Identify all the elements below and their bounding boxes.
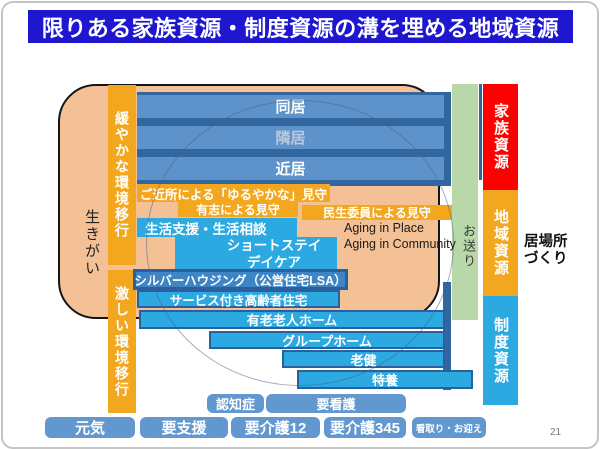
bar-shortstay-daycare: ショートステイ デイケア	[175, 237, 337, 272]
bar-paid-elderly-home: 有老老人ホーム	[139, 310, 445, 329]
residence-panel: 同居 隣居 近居	[137, 92, 451, 186]
institution-resource-label: 制度資源	[483, 296, 518, 405]
gentle-transition-band: 緩やかな環境移行	[108, 85, 136, 265]
bar-nursing-needed: 要看護	[266, 394, 406, 413]
bar-living-adjacent: 隣居	[137, 126, 444, 149]
bar-tokuyo: 特養	[297, 370, 473, 389]
bar-welfare-commissioner-watch: 民生委員による見守	[302, 205, 452, 220]
aging-annotation: Aging in Place Aging in Community	[344, 220, 456, 253]
bar-living-nearby: 近居	[137, 157, 444, 180]
place-making-label: 居場所 づくり	[524, 234, 568, 269]
bar-volunteer-watch: 有志による見守	[178, 202, 298, 217]
stage-support-needed: 要支援	[140, 417, 228, 438]
shortstay-label: ショートステイ	[226, 238, 322, 254]
bar-neighbor-watch: ご近所による「ゆるやかな」見守	[137, 184, 330, 202]
bar-dementia: 認知症	[207, 394, 264, 413]
bar-silver-housing: シルバーハウジング（公営住宅LSA）	[133, 269, 348, 290]
send-off-bar: お送り	[452, 84, 478, 320]
daycare-label: デイケア	[247, 254, 301, 270]
family-resource-label: 家族資源	[483, 84, 518, 190]
drastic-transition-band: 激しい環境移行	[108, 270, 136, 413]
community-resource-label: 地域資源	[483, 190, 518, 296]
bar-serviced-housing: サービス付き高齢者住宅	[137, 290, 340, 308]
ikigai-label: 生きがい	[83, 209, 100, 277]
page-number: 21	[550, 427, 562, 438]
aging-in-community-label: Aging in Community	[344, 237, 456, 252]
stage-healthy: 元気	[45, 417, 135, 438]
bar-roken: 老健	[282, 350, 445, 368]
bar-living-together: 同居	[137, 95, 444, 118]
bar-group-home: グループホーム	[209, 331, 445, 349]
place-making-line2: づくり	[524, 251, 568, 268]
divider-line	[479, 84, 482, 180]
place-making-line1: 居場所	[524, 234, 568, 250]
aging-in-place-label: Aging in Place	[344, 221, 424, 235]
bar-life-support: 生活支援・生活相談	[137, 218, 297, 237]
slide-title: 限りある家族資源・制度資源の溝を埋める地域資源	[28, 10, 573, 43]
stair-right-wall	[443, 282, 451, 390]
stage-care-level-3-4-5: 要介護345	[324, 417, 406, 438]
stage-care-level-1-2: 要介護12	[231, 417, 320, 438]
stage-end-of-life: 看取り・お迎え	[412, 417, 486, 438]
